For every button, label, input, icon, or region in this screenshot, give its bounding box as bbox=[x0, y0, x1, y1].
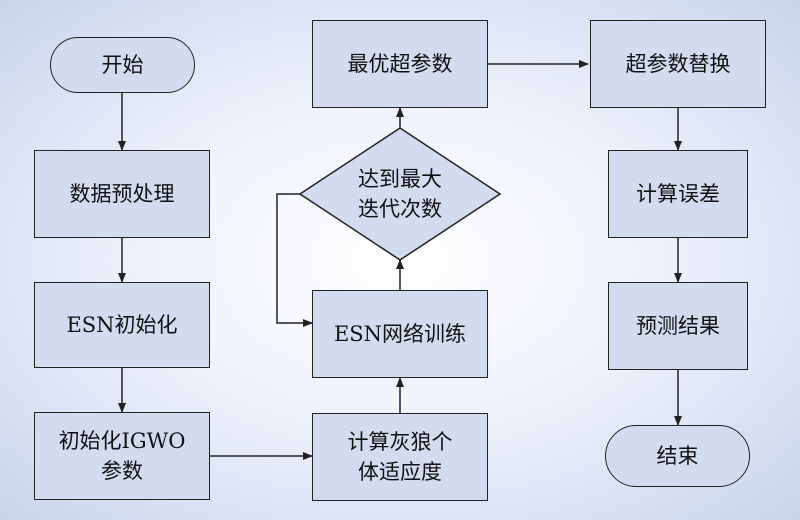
node-fitness-label-line1: 计算灰狼个 bbox=[347, 430, 453, 454]
node-fitness-label-line2: 体适应度 bbox=[358, 460, 442, 484]
node-esn-train: ESN网络训练 bbox=[312, 290, 488, 378]
node-start-label: 开始 bbox=[101, 53, 144, 77]
node-end: 结束 bbox=[605, 425, 750, 487]
node-igwo-init: 初始化IGWO 参数 bbox=[34, 412, 210, 500]
node-fitness: 计算灰狼个 体适应度 bbox=[312, 413, 488, 501]
node-max-iter-label-line1: 达到最大 bbox=[358, 167, 442, 191]
node-preprocess-label: 数据预处理 bbox=[69, 182, 175, 206]
edge-decision-no-loop bbox=[276, 193, 313, 327]
node-end-label: 结束 bbox=[656, 444, 699, 468]
decision-diamond-shape bbox=[298, 127, 502, 261]
node-best-param-label: 最优超参数 bbox=[347, 52, 453, 76]
node-esn-train-label: ESN网络训练 bbox=[333, 322, 467, 346]
node-max-iter-label-line2: 迭代次数 bbox=[358, 197, 442, 221]
node-predict-label: 预测结果 bbox=[636, 314, 720, 338]
node-preprocess: 数据预处理 bbox=[34, 150, 210, 238]
node-error-label: 计算误差 bbox=[636, 182, 720, 206]
node-esn-init: ESN初始化 bbox=[34, 282, 210, 368]
node-replace: 超参数替换 bbox=[590, 20, 766, 108]
node-error: 计算误差 bbox=[608, 150, 748, 238]
node-best-param: 最优超参数 bbox=[312, 20, 488, 108]
node-start: 开始 bbox=[50, 37, 195, 93]
node-max-iter-label: 达到最大 迭代次数 bbox=[330, 164, 470, 224]
node-replace-label: 超参数替换 bbox=[625, 52, 731, 76]
node-predict: 预测结果 bbox=[608, 282, 748, 370]
node-igwo-init-label-line1: 初始化IGWO bbox=[58, 429, 186, 453]
node-esn-init-label: ESN初始化 bbox=[66, 313, 178, 337]
node-igwo-init-label-line2: 参数 bbox=[101, 459, 143, 483]
